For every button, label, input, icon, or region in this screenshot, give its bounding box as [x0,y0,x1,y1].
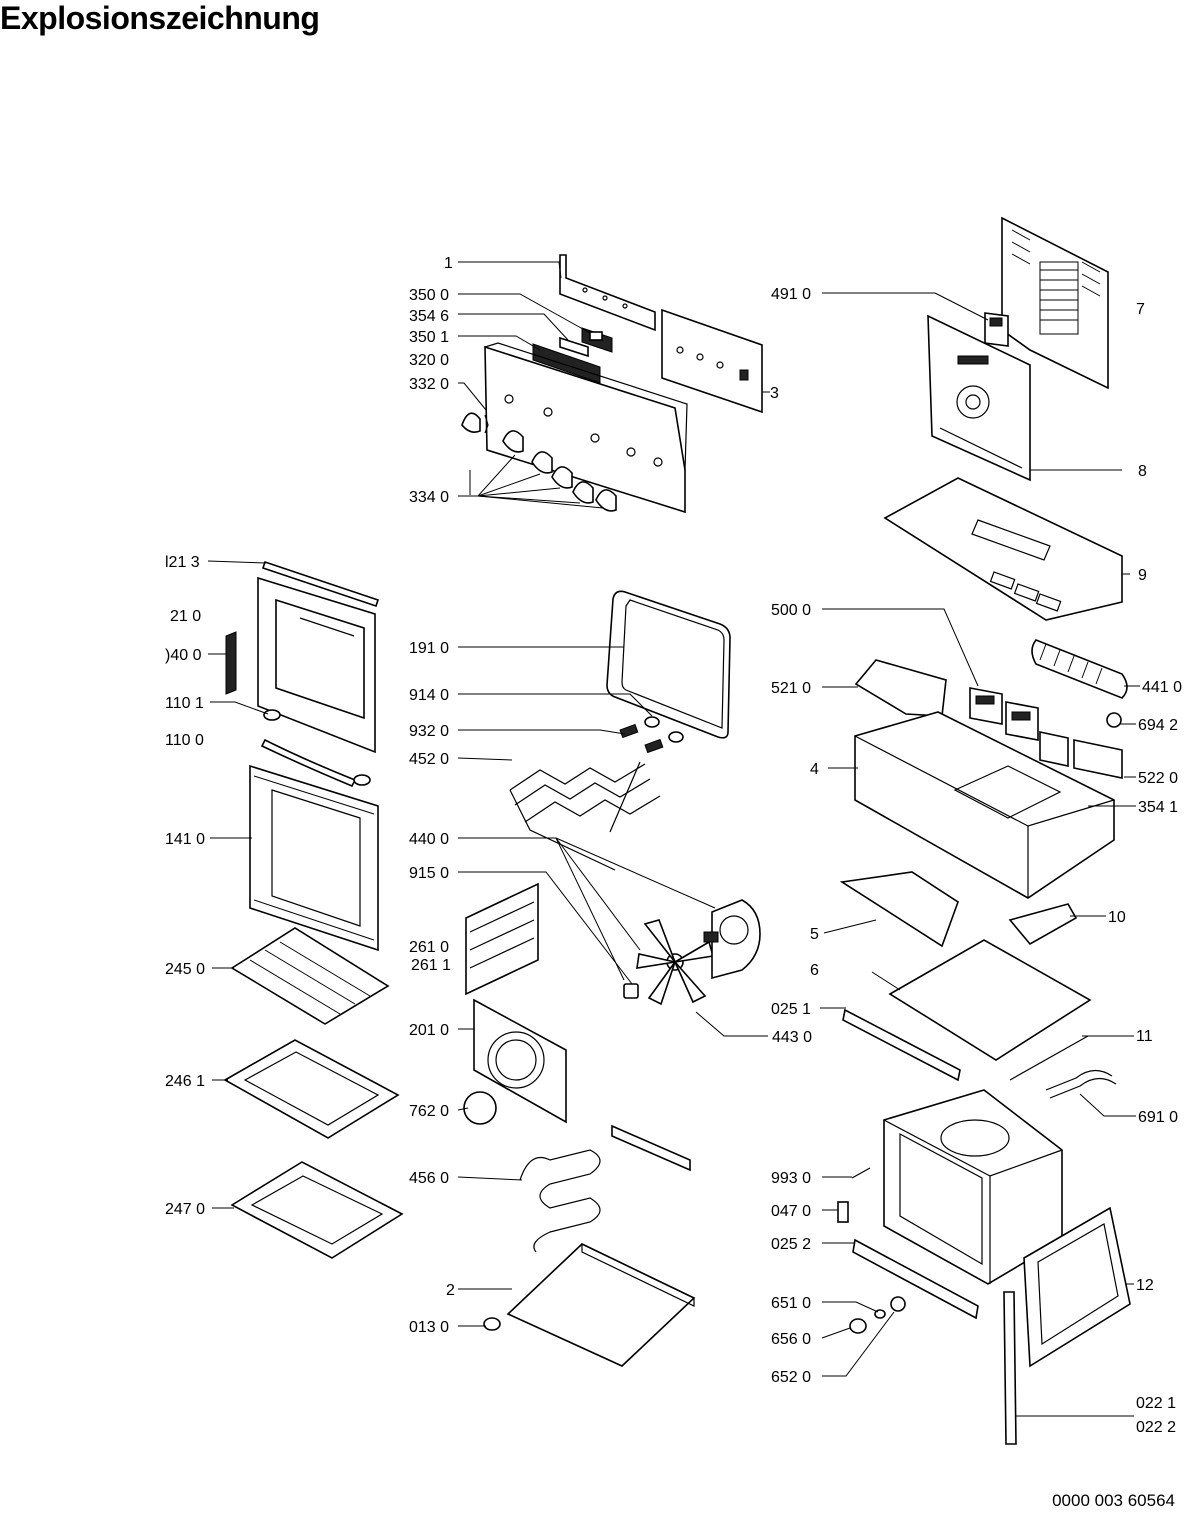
callout-label: 3 [770,385,779,402]
callout-label: 694 2 [1138,717,1178,734]
callout-label: 247 0 [165,1201,205,1218]
top-plate [883,477,1123,621]
rear-panel-assembly [927,216,1109,482]
callout-label: 652 0 [771,1369,811,1386]
callout-label: 11 [1136,1028,1153,1045]
callout-label: 022 2 [1136,1419,1176,1436]
callout-label: 110 1 [165,695,204,712]
callout-label: 025 2 [771,1236,811,1253]
callout-label: 9 [1138,567,1147,584]
callout-label: 2 [446,1282,455,1299]
callout-label: 691 0 [1138,1109,1178,1126]
callout-label: 656 0 [771,1331,811,1348]
callout-label: 261 1 [411,957,451,974]
callout-label: 443 0 [772,1029,812,1046]
callout-label: 762 0 [409,1103,449,1120]
callout-label: 350 1 [409,329,449,346]
callout-label: )40 0 [165,647,202,664]
callout-label: 332 0 [409,376,449,393]
callout-label: 8 [1138,463,1147,480]
callout-label: 7 [1136,301,1145,318]
callout-label: 246 1 [165,1073,205,1090]
callout-label: 522 0 [1138,770,1178,787]
callout-label: 334 0 [409,489,449,506]
callout-label: 932 0 [409,723,449,740]
callout-label: 047 0 [771,1203,811,1220]
callout-label: 261 0 [409,939,449,956]
callout-label: 141 0 [165,831,205,848]
callout-label: 12 [1136,1277,1154,1294]
callout-label: 915 0 [409,865,449,882]
callout-label: 456 0 [409,1170,449,1187]
control-panel-assembly [461,254,763,514]
callout-label: 013 0 [409,1319,449,1336]
callout-label: 025 1 [771,1001,811,1018]
callout-label: 6 [810,962,819,979]
page-title: Explosionszeichnung [0,0,320,36]
callout-label: 110 0 [165,732,204,749]
interior-parts [463,590,761,1367]
knob-icon [461,412,617,512]
callout-label: 320 0 [409,352,449,369]
callout-label: 21 0 [170,608,201,625]
document-number: 0000 003 60564 [1052,1491,1175,1510]
callout-label: 022 1 [1136,1395,1176,1412]
callout-label: 5 [810,926,819,943]
callout-label: 452 0 [409,751,449,768]
callout-label: 651 0 [771,1295,811,1312]
callout-label: 191 0 [409,640,449,657]
callout-label: l21 3 [165,554,200,571]
housing-assembly [839,639,1128,1099]
callout-labels: 1 350 0 354 6 350 1 320 0 332 0 334 0 3 … [165,255,1182,1436]
callout-label: 1 [444,255,453,272]
callout-label: 354 1 [1138,799,1178,816]
fan-icon [636,919,715,1006]
callout-label: 245 0 [165,961,205,978]
callout-label: 521 0 [771,680,811,697]
callout-label: 201 0 [409,1022,449,1039]
callout-label: 10 [1108,909,1126,926]
callout-label: 491 0 [771,286,811,303]
callout-label: 350 0 [409,287,449,304]
callout-label: 354 6 [409,308,449,325]
callout-label: 993 0 [771,1170,811,1187]
callout-label: 441 0 [1142,679,1182,696]
oven-cavity [837,1089,1131,1445]
door-assembly [223,560,404,1259]
callout-label: 440 0 [409,831,449,848]
callout-label: 500 0 [771,602,811,619]
callout-label: 4 [810,761,819,778]
callout-label: 914 0 [409,687,449,704]
